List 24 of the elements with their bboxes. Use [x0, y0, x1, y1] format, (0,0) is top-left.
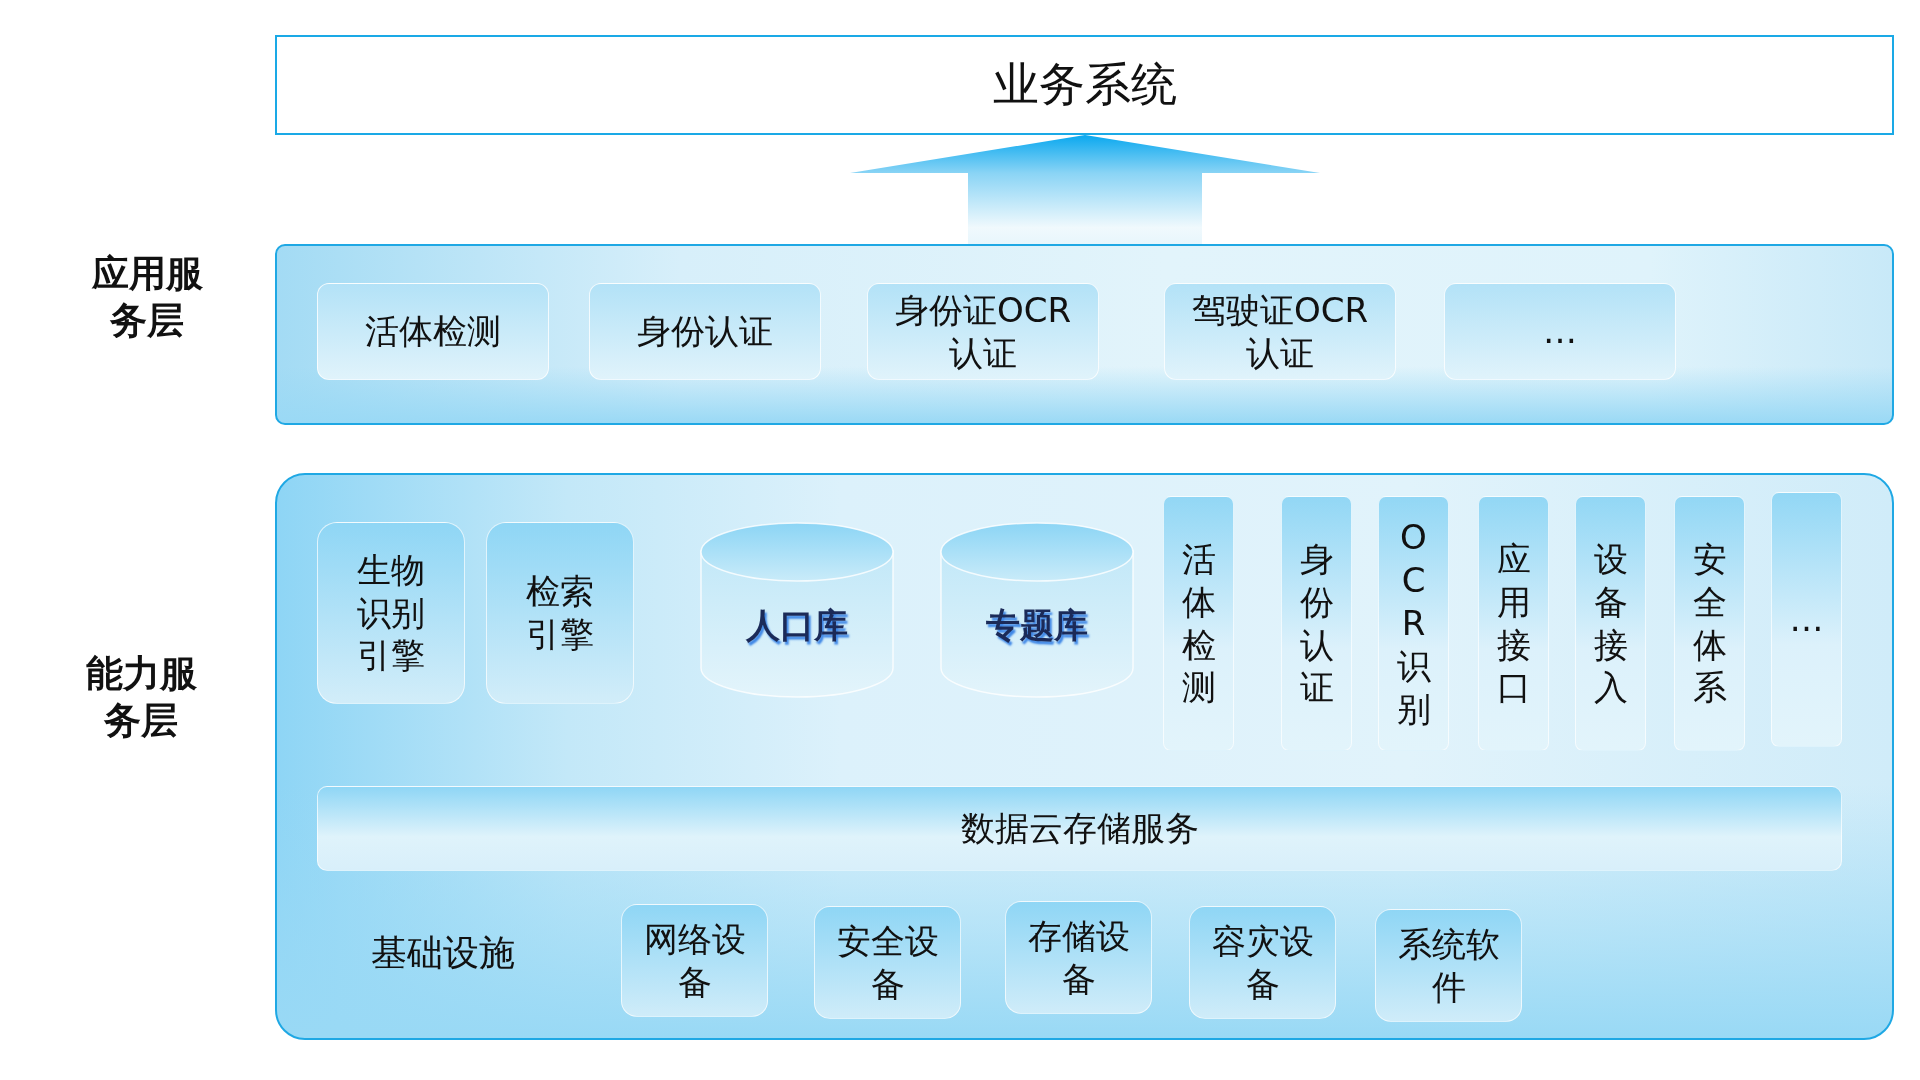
service-box: 身份认证: [589, 283, 821, 380]
capability-column: OCR识别: [1378, 496, 1449, 751]
layer-label: 能力服务层: [84, 651, 198, 744]
device-box: 系统软件: [1375, 909, 1522, 1022]
capability-column: 应用接口: [1478, 496, 1549, 751]
capability-column: …: [1771, 492, 1842, 747]
capability-column: 安全体系: [1674, 496, 1745, 751]
device-box: 网络设备: [621, 904, 768, 1017]
row-label: 基础设施: [370, 931, 516, 975]
device-box: 存储设备: [1005, 901, 1152, 1014]
service-box: 活体检测: [317, 283, 549, 380]
capability-column: 设备接入: [1575, 496, 1646, 751]
engine-box: 检索引擎: [486, 522, 634, 704]
capability-column: 活体检测: [1163, 496, 1234, 751]
device-box: 安全设备: [814, 906, 961, 1019]
service-box: 身份证OCR认证: [867, 283, 1099, 380]
system-box: 业务系统: [275, 35, 1894, 135]
storage-bar: 数据云存储服务: [317, 786, 1842, 871]
service-box: …: [1444, 283, 1676, 380]
engine-box: 生物识别引擎: [317, 522, 465, 704]
device-box: 容灾设备: [1189, 906, 1336, 1019]
service-box: 驾驶证OCR认证: [1164, 283, 1396, 380]
layer-label: 应用服务层: [90, 251, 204, 344]
capability-column: 身份认证: [1281, 496, 1352, 751]
